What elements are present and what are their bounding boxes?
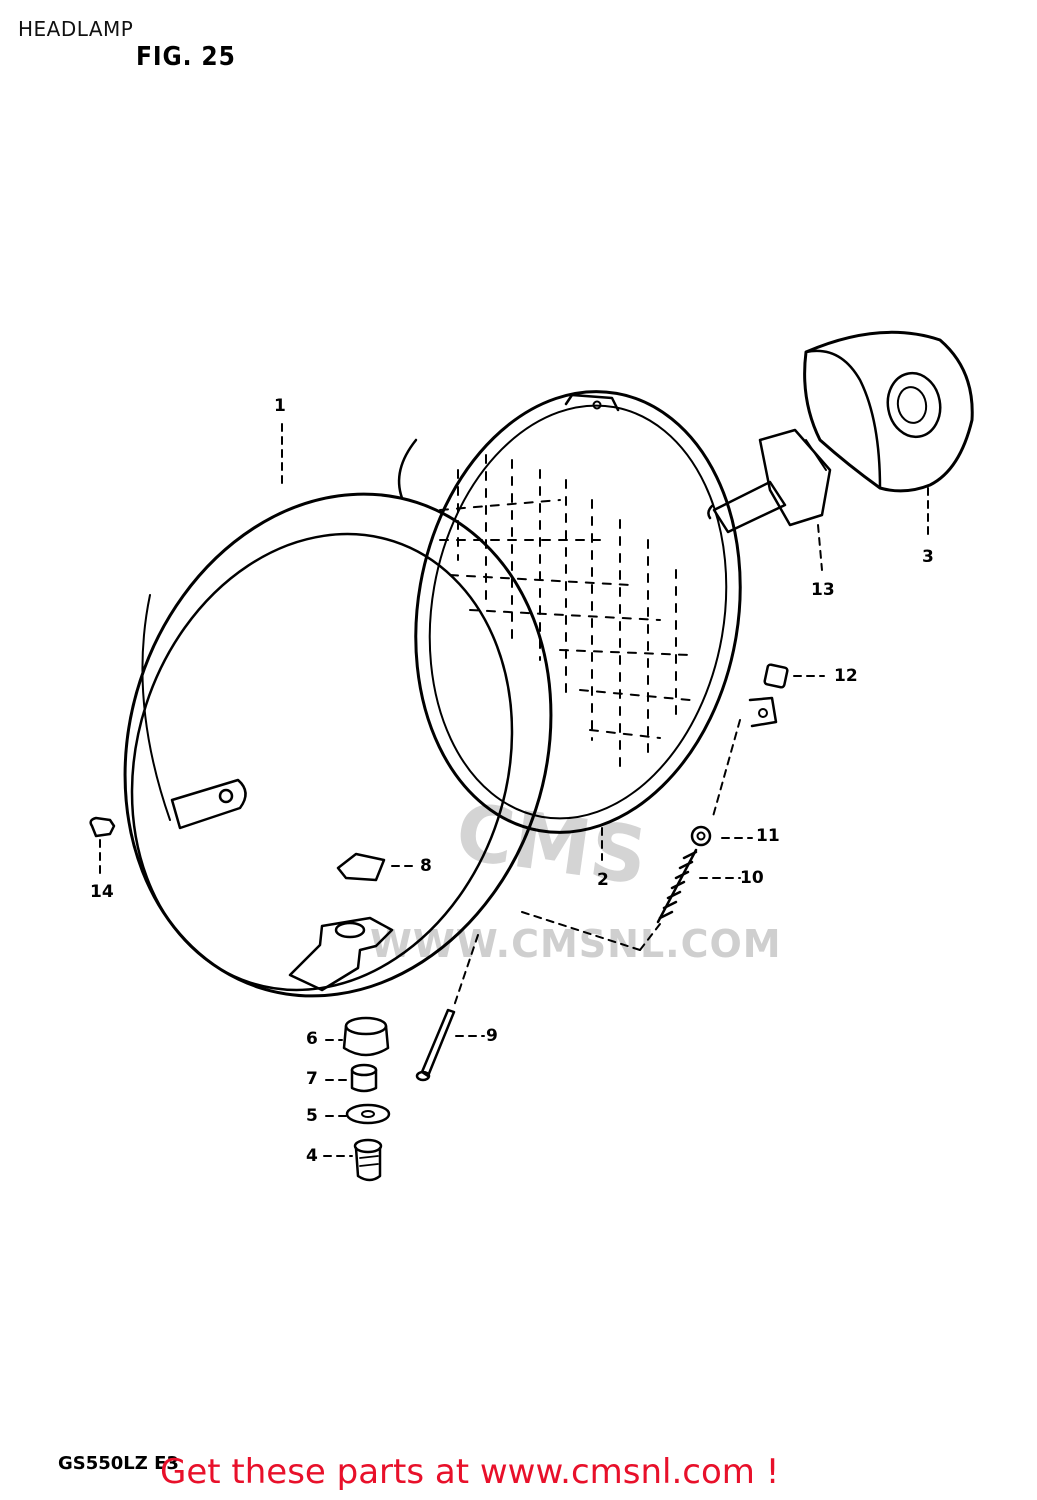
callout-2: 2 xyxy=(597,870,609,890)
part-7-collar xyxy=(350,1063,378,1093)
cta-link[interactable]: Get these parts at www.cmsnl.com ! xyxy=(160,1452,780,1492)
part-10-spring xyxy=(656,848,698,924)
callout-11: 11 xyxy=(756,826,780,846)
callout-6: 6 xyxy=(306,1029,318,1049)
page-title: HEADLAMP xyxy=(18,17,134,41)
part-11-nut xyxy=(690,825,712,847)
part-6-grommet xyxy=(342,1016,390,1057)
part-1-rim xyxy=(123,492,553,998)
part-4-bolt xyxy=(353,1138,383,1182)
callout-9: 9 xyxy=(486,1026,498,1046)
callout-5: 5 xyxy=(306,1106,318,1126)
leader-lines xyxy=(99,423,929,1157)
part-14-screw xyxy=(89,816,116,838)
part-13-bulb xyxy=(707,428,832,534)
callout-4: 4 xyxy=(306,1146,318,1166)
figure-label: FIG. 25 xyxy=(136,42,236,72)
part-2-lens-unit xyxy=(397,390,778,834)
callout-13: 13 xyxy=(811,580,835,600)
model-code: GS550LZ E3 xyxy=(58,1453,179,1474)
part-5-washer xyxy=(345,1103,391,1125)
callout-8: 8 xyxy=(420,856,432,876)
callout-1: 1 xyxy=(274,396,286,416)
callout-14: 14 xyxy=(90,882,114,902)
part-8-clip xyxy=(336,852,386,882)
callout-12: 12 xyxy=(834,666,858,686)
part-3-socket-cover xyxy=(803,330,974,493)
part-9-screw xyxy=(415,1008,456,1082)
part-12-nut xyxy=(763,663,789,689)
callout-10: 10 xyxy=(740,868,764,888)
callout-7: 7 xyxy=(306,1069,318,1089)
callout-3: 3 xyxy=(922,547,934,567)
